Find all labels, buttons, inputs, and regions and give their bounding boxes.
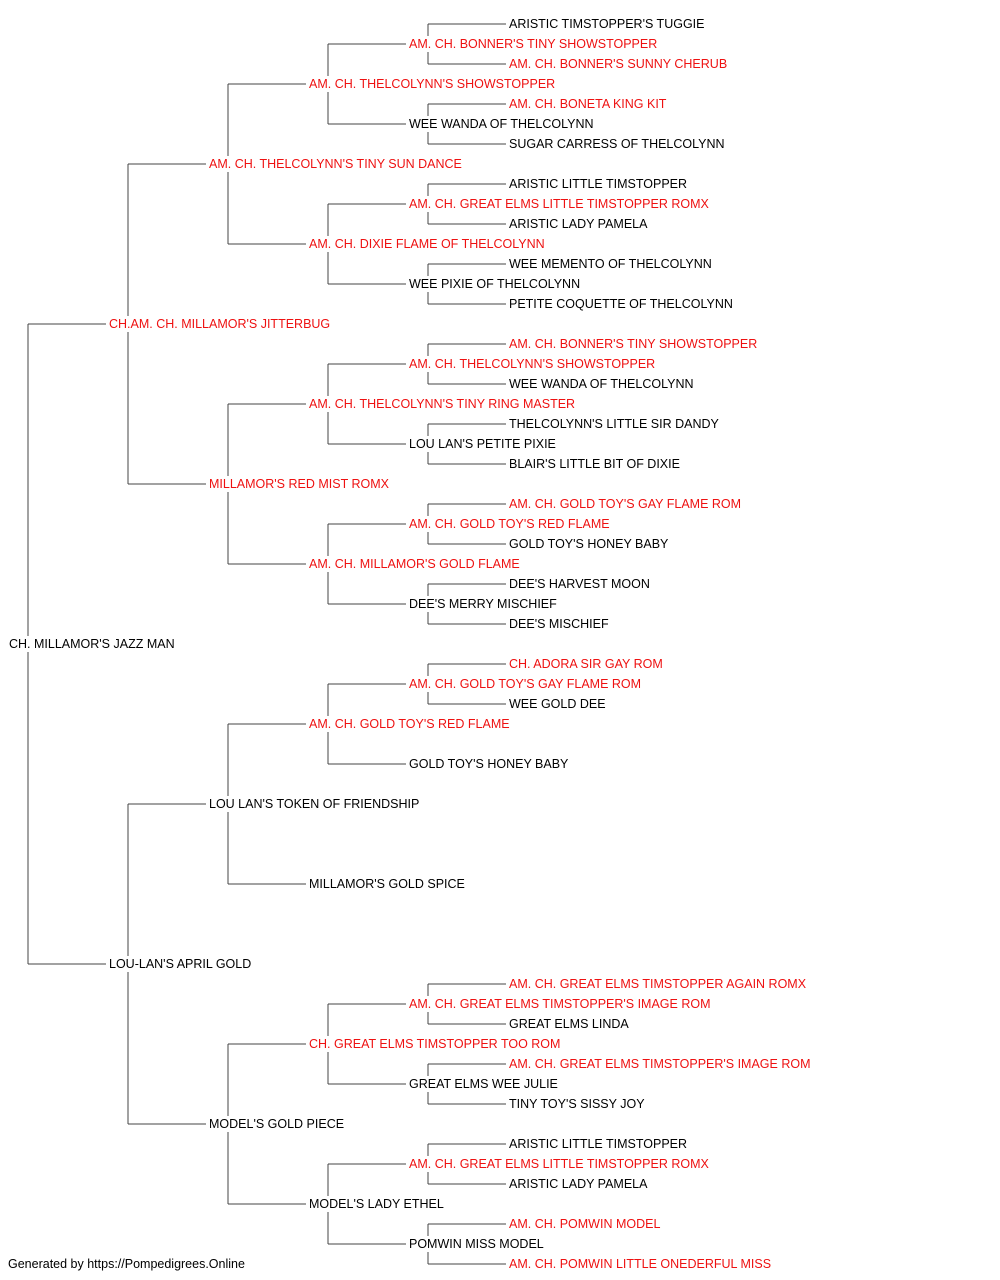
ancestor-name: AM. CH. GREAT ELMS LITTLE TIMSTOPPER ROM… [408,1156,710,1172]
ancestor-name: AM. CH. GREAT ELMS TIMSTOPPER AGAIN ROMX [508,976,808,992]
ancestor-name: CH. ADORA SIR GAY ROM [508,656,664,672]
ancestor-name: AM. CH. POMWIN LITTLE ONEDERFUL MISS [508,1256,773,1272]
ancestor-name: AM. CH. BONNER'S TINY SHOWSTOPPER [408,36,659,52]
ancestor-name: LOU LAN'S PETITE PIXIE [408,436,557,452]
ancestor-name: AM. CH. THELCOLYNN'S TINY RING MASTER [308,396,577,412]
generated-by-footer: Generated by https://Pompedigrees.Online [8,1257,245,1271]
ancestor-name: WEE MEMENTO OF THELCOLYNN [508,256,713,272]
ancestor-name: GREAT ELMS WEE JULIE [408,1076,559,1092]
subject-dog-name: CH. MILLAMOR'S JAZZ MAN [8,636,176,652]
ancestor-name: GREAT ELMS LINDA [508,1016,630,1032]
ancestor-name: WEE WANDA OF THELCOLYNN [408,116,595,132]
ancestor-name: AM. CH. GREAT ELMS TIMSTOPPER'S IMAGE RO… [408,996,712,1012]
ancestor-name: MILLAMOR'S GOLD SPICE [308,876,466,892]
ancestor-name: MILLAMOR'S RED MIST ROMX [208,476,390,492]
ancestor-name: MODEL'S GOLD PIECE [208,1116,346,1132]
ancestor-name: ARISTIC LITTLE TIMSTOPPER [508,176,689,192]
ancestor-name: CH. GREAT ELMS TIMSTOPPER TOO ROM [308,1036,562,1052]
ancestor-name: LOU-LAN'S APRIL GOLD [108,956,253,972]
ancestor-name: ARISTIC LADY PAMELA [508,216,649,232]
ancestor-name: AM. CH. GREAT ELMS TIMSTOPPER'S IMAGE RO… [508,1056,812,1072]
ancestor-name: THELCOLYNN'S LITTLE SIR DANDY [508,416,720,432]
ancestor-name: AM. CH. THELCOLYNN'S SHOWSTOPPER [308,76,557,92]
ancestor-name: AM. CH. GOLD TOY'S RED FLAME [308,716,511,732]
ancestor-name: LOU LAN'S TOKEN OF FRIENDSHIP [208,796,421,812]
ancestor-name: WEE GOLD DEE [508,696,607,712]
ancestor-name: DEE'S MISCHIEF [508,616,610,632]
ancestor-name: AM. CH. GOLD TOY'S GAY FLAME ROM [508,496,743,512]
ancestor-name: AM. CH. DIXIE FLAME OF THELCOLYNN [308,236,546,252]
ancestor-name: DEE'S HARVEST MOON [508,576,651,592]
ancestor-name: DEE'S MERRY MISCHIEF [408,596,558,612]
ancestor-name: AM. CH. BONNER'S SUNNY CHERUB [508,56,729,72]
ancestor-name: MODEL'S LADY ETHEL [308,1196,445,1212]
ancestor-name: ARISTIC LITTLE TIMSTOPPER [508,1136,689,1152]
ancestor-name: AM. CH. POMWIN MODEL [508,1216,662,1232]
ancestor-name: WEE WANDA OF THELCOLYNN [508,376,695,392]
ancestor-name: ARISTIC TIMSTOPPER'S TUGGIE [508,16,706,32]
ancestor-name: POMWIN MISS MODEL [408,1236,545,1252]
ancestor-name: AM. CH. THELCOLYNN'S SHOWSTOPPER [408,356,657,372]
ancestor-name: BLAIR'S LITTLE BIT OF DIXIE [508,456,681,472]
ancestor-name: WEE PIXIE OF THELCOLYNN [408,276,582,292]
ancestor-name: AM. CH. THELCOLYNN'S TINY SUN DANCE [208,156,463,172]
ancestor-name: SUGAR CARRESS OF THELCOLYNN [508,136,726,152]
ancestor-name: AM. CH. BONNER'S TINY SHOWSTOPPER [508,336,759,352]
ancestor-name: AM. CH. MILLAMOR'S GOLD FLAME [308,556,521,572]
ancestor-name: PETITE COQUETTE OF THELCOLYNN [508,296,734,312]
ancestor-name: AM. CH. GREAT ELMS LITTLE TIMSTOPPER ROM… [408,196,710,212]
ancestor-name: TINY TOY'S SISSY JOY [508,1096,646,1112]
ancestor-name: ARISTIC LADY PAMELA [508,1176,649,1192]
ancestor-name: AM. CH. BONETA KING KIT [508,96,668,112]
ancestor-name: AM. CH. GOLD TOY'S GAY FLAME ROM [408,676,643,692]
ancestor-name: GOLD TOY'S HONEY BABY [408,756,570,772]
ancestor-name: GOLD TOY'S HONEY BABY [508,536,670,552]
ancestor-name: CH.AM. CH. MILLAMOR'S JITTERBUG [108,316,332,332]
ancestor-name: AM. CH. GOLD TOY'S RED FLAME [408,516,611,532]
